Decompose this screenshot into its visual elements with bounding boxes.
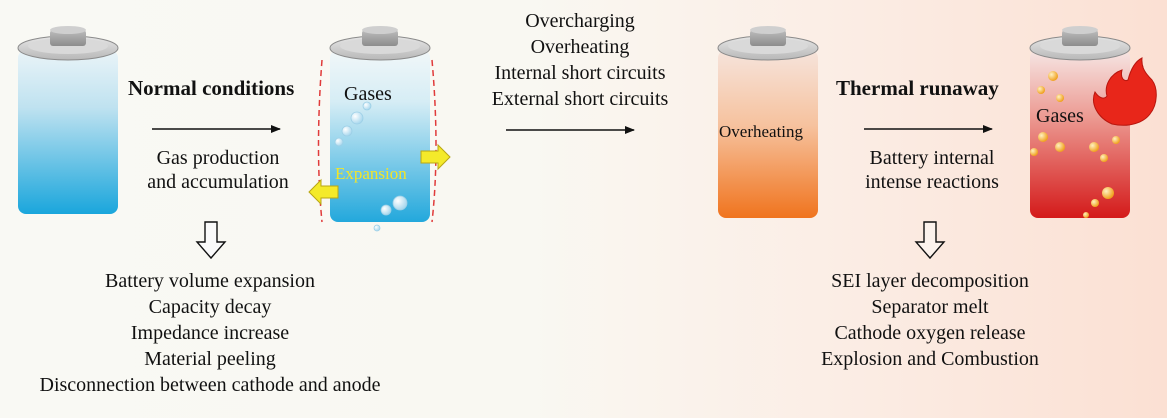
trigger-item: External short circuits bbox=[491, 88, 669, 110]
runaway-heading: Thermal runaway bbox=[836, 76, 999, 100]
overheating-label: Overheating bbox=[719, 122, 804, 141]
normal-effect-item: Impedance increase bbox=[130, 322, 290, 344]
runaway-effect-item: Explosion and Combustion bbox=[821, 348, 1039, 370]
trigger-item: Internal short circuits bbox=[494, 62, 666, 84]
battery-normal bbox=[17, 26, 119, 214]
trigger-item: Overheating bbox=[530, 36, 630, 58]
runaway-process-line-1: Battery internal bbox=[869, 147, 995, 169]
battery-runaway bbox=[1029, 26, 1157, 218]
hot-gas-bubbles bbox=[1030, 71, 1120, 218]
runaway-effect-item: Cathode oxygen release bbox=[834, 322, 1026, 344]
triggers-list: Overcharging Overheating Internal short … bbox=[460, 8, 700, 112]
gas-bubbles bbox=[334, 101, 408, 232]
normal-effect-item: Capacity decay bbox=[148, 296, 272, 318]
down-arrow-runaway bbox=[914, 221, 946, 260]
gases-label-runaway: Gases bbox=[1036, 105, 1084, 127]
normal-effects-list: Battery volume expansion Capacity decay … bbox=[0, 268, 420, 398]
normal-effect-item: Battery volume expansion bbox=[105, 270, 315, 292]
trigger-item: Overcharging bbox=[525, 10, 635, 32]
down-arrow-normal bbox=[195, 221, 227, 260]
runaway-effect-item: SEI layer decomposition bbox=[831, 270, 1029, 292]
normal-effect-item: Material peeling bbox=[144, 348, 276, 370]
expansion-arrows bbox=[308, 143, 451, 206]
expansion-label: Expansion bbox=[335, 164, 407, 183]
gases-label-normal: Gases bbox=[344, 83, 392, 105]
runaway-effects-list: SEI layer decomposition Separator melt C… bbox=[790, 268, 1070, 372]
battery-overheating bbox=[717, 26, 819, 218]
normal-process-line-1: Gas production bbox=[156, 147, 280, 169]
normal-process-line-2: and accumulation bbox=[147, 171, 289, 193]
normal-heading: Normal conditions bbox=[128, 76, 295, 100]
fire-icon bbox=[1093, 57, 1157, 126]
runaway-process-line-2: intense reactions bbox=[865, 171, 999, 193]
normal-effect-item: Disconnection between cathode and anode bbox=[39, 374, 381, 396]
battery-expanded bbox=[308, 26, 451, 232]
runaway-effect-item: Separator melt bbox=[871, 296, 989, 318]
